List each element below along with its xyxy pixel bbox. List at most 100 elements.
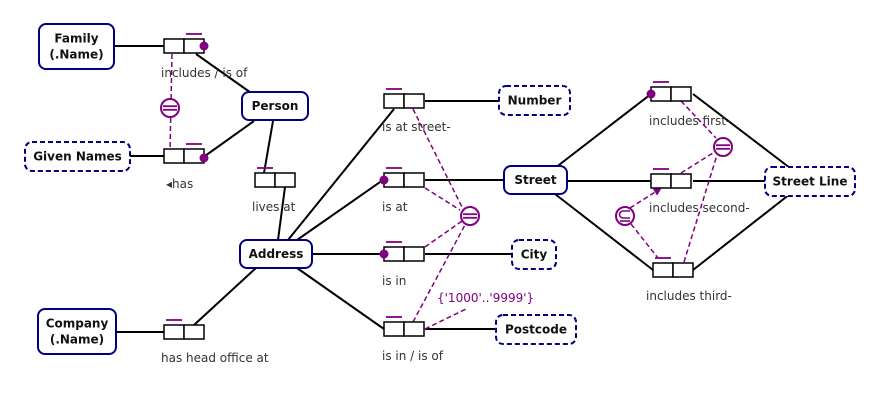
role-box-right[interactable]	[403, 246, 425, 262]
entity-family[interactable]: Family (.Name)	[38, 23, 115, 70]
constraint-link	[412, 108, 466, 214]
constraint-link	[424, 308, 467, 330]
mandatory-dot	[199, 41, 209, 51]
role-box-right[interactable]	[672, 262, 694, 278]
value-type-box[interactable]	[24, 141, 131, 172]
entity-type-box[interactable]	[241, 91, 309, 121]
fact-reading: includes / is of	[161, 66, 248, 80]
value-constraint-postcode: {'1000'..'9999'}	[437, 291, 534, 305]
entity-type-box[interactable]	[239, 239, 313, 269]
entity-city[interactable]: City	[511, 239, 557, 270]
role-box-left[interactable]	[383, 321, 405, 337]
role-box-left[interactable]	[163, 324, 185, 340]
fact-type-includes-third[interactable]: includes third-	[646, 257, 732, 303]
role-box-right[interactable]	[403, 172, 425, 188]
entity-type-box[interactable]	[38, 23, 115, 70]
equality-constraint-icon[interactable]	[460, 206, 480, 226]
role-box-right[interactable]	[274, 172, 296, 188]
fact-reading: has head office at	[161, 351, 269, 365]
fact-type-includes-first[interactable]: includes first-	[646, 81, 731, 128]
entity-name: Postcode	[505, 323, 567, 337]
value-type-box[interactable]	[511, 239, 557, 270]
entity-name: Street Line	[773, 175, 848, 189]
fact-types: includes / is of ◂has lives at has head off…	[161, 33, 750, 365]
mandatory-dot	[646, 89, 656, 99]
role-box-left[interactable]	[254, 172, 276, 188]
fact-type-is-in[interactable]: is in	[379, 241, 425, 288]
connector-street-third	[554, 193, 654, 271]
fact-reading: includes second-	[649, 201, 750, 215]
constraint-link	[424, 187, 461, 211]
value-type-box[interactable]	[498, 85, 571, 116]
fact-reading: includes first-	[649, 114, 730, 128]
fact-type-is-at-street[interactable]: is at street-	[382, 88, 451, 134]
role-box-right[interactable]	[183, 324, 205, 340]
role-box-left[interactable]	[650, 173, 672, 189]
fact-reading: is at	[382, 200, 408, 214]
fact-type-is-at[interactable]: is at	[379, 167, 425, 214]
fact-type-has-head-office-at[interactable]: has head office at	[161, 319, 269, 365]
entity-number[interactable]: Number	[498, 85, 571, 116]
fact-type-has[interactable]: ◂has	[163, 143, 209, 191]
connector-third-streetline	[692, 193, 791, 271]
connector-address-isatstreet	[287, 108, 395, 241]
constraint-circle	[160, 98, 180, 118]
role-connectors	[114, 45, 791, 333]
entity-street[interactable]: Street	[503, 165, 568, 195]
connector-address-headoffice	[193, 267, 257, 326]
fact-reading: ◂has	[166, 177, 193, 191]
entity-name: Family	[54, 32, 98, 46]
entity-type-box[interactable]	[37, 308, 117, 355]
connector-first-streetline	[692, 93, 791, 169]
constraints	[160, 98, 733, 226]
fact-type-includes-second[interactable]: includes second-	[649, 168, 750, 215]
entity-name: (.Name)	[50, 333, 104, 347]
constraint-link	[412, 222, 467, 323]
role-box-left[interactable]	[163, 38, 185, 54]
role-box-left[interactable]	[383, 93, 405, 109]
entity-postcode[interactable]: Postcode	[495, 314, 577, 345]
mandatory-dot	[379, 249, 389, 259]
entity-street-line[interactable]: Street Line	[764, 166, 856, 197]
constraint-circle	[615, 206, 635, 226]
entity-name: Number	[508, 94, 562, 108]
equality-constraint-icon[interactable]	[713, 137, 733, 157]
entity-type-box[interactable]	[503, 165, 568, 195]
entities: Family (.Name) Given Names PersonAddressCom…	[24, 23, 856, 355]
connector-includes-person	[195, 53, 255, 96]
role-box-left[interactable]	[652, 262, 674, 278]
entity-name: Given Names	[33, 150, 122, 164]
role-box-right[interactable]	[670, 86, 692, 102]
value-type-box[interactable]	[764, 166, 856, 197]
entity-name: (.Name)	[49, 48, 103, 62]
connector-address-isat	[296, 179, 384, 241]
subset-constraint-icon[interactable]	[615, 206, 635, 226]
entity-name: Address	[249, 247, 304, 261]
entity-company[interactable]: Company(.Name)	[37, 308, 117, 355]
value-type-box[interactable]	[495, 314, 577, 345]
constraint-link	[680, 100, 717, 139]
mandatory-dot	[379, 175, 389, 185]
role-box-left[interactable]	[163, 148, 185, 164]
fact-reading: lives at	[252, 200, 296, 214]
role-box-right[interactable]	[403, 321, 425, 337]
constraint-link	[683, 154, 718, 263]
equality-constraint-icon[interactable]	[160, 98, 180, 118]
fact-type-lives-at[interactable]: lives at	[252, 167, 296, 214]
role-box-right[interactable]	[403, 93, 425, 109]
connector-address-isinisof	[296, 267, 385, 330]
fact-type-is-in-is-of[interactable]: is in / is of	[382, 316, 444, 363]
constraint-links	[169, 53, 718, 330]
role-box-right[interactable]	[670, 173, 692, 189]
entity-address[interactable]: Address	[239, 239, 313, 269]
constraint-link	[630, 223, 659, 259]
constraint-link	[629, 187, 662, 209]
entity-person[interactable]: Person	[241, 91, 309, 121]
entity-name: Person	[252, 99, 299, 113]
constraint-link	[680, 152, 714, 174]
fact-type-includes-is-of[interactable]: includes / is of	[161, 33, 248, 80]
entity-given-names[interactable]: Given Names	[24, 141, 131, 172]
fact-reading: is at street-	[382, 120, 451, 134]
constraint-link	[424, 220, 463, 248]
